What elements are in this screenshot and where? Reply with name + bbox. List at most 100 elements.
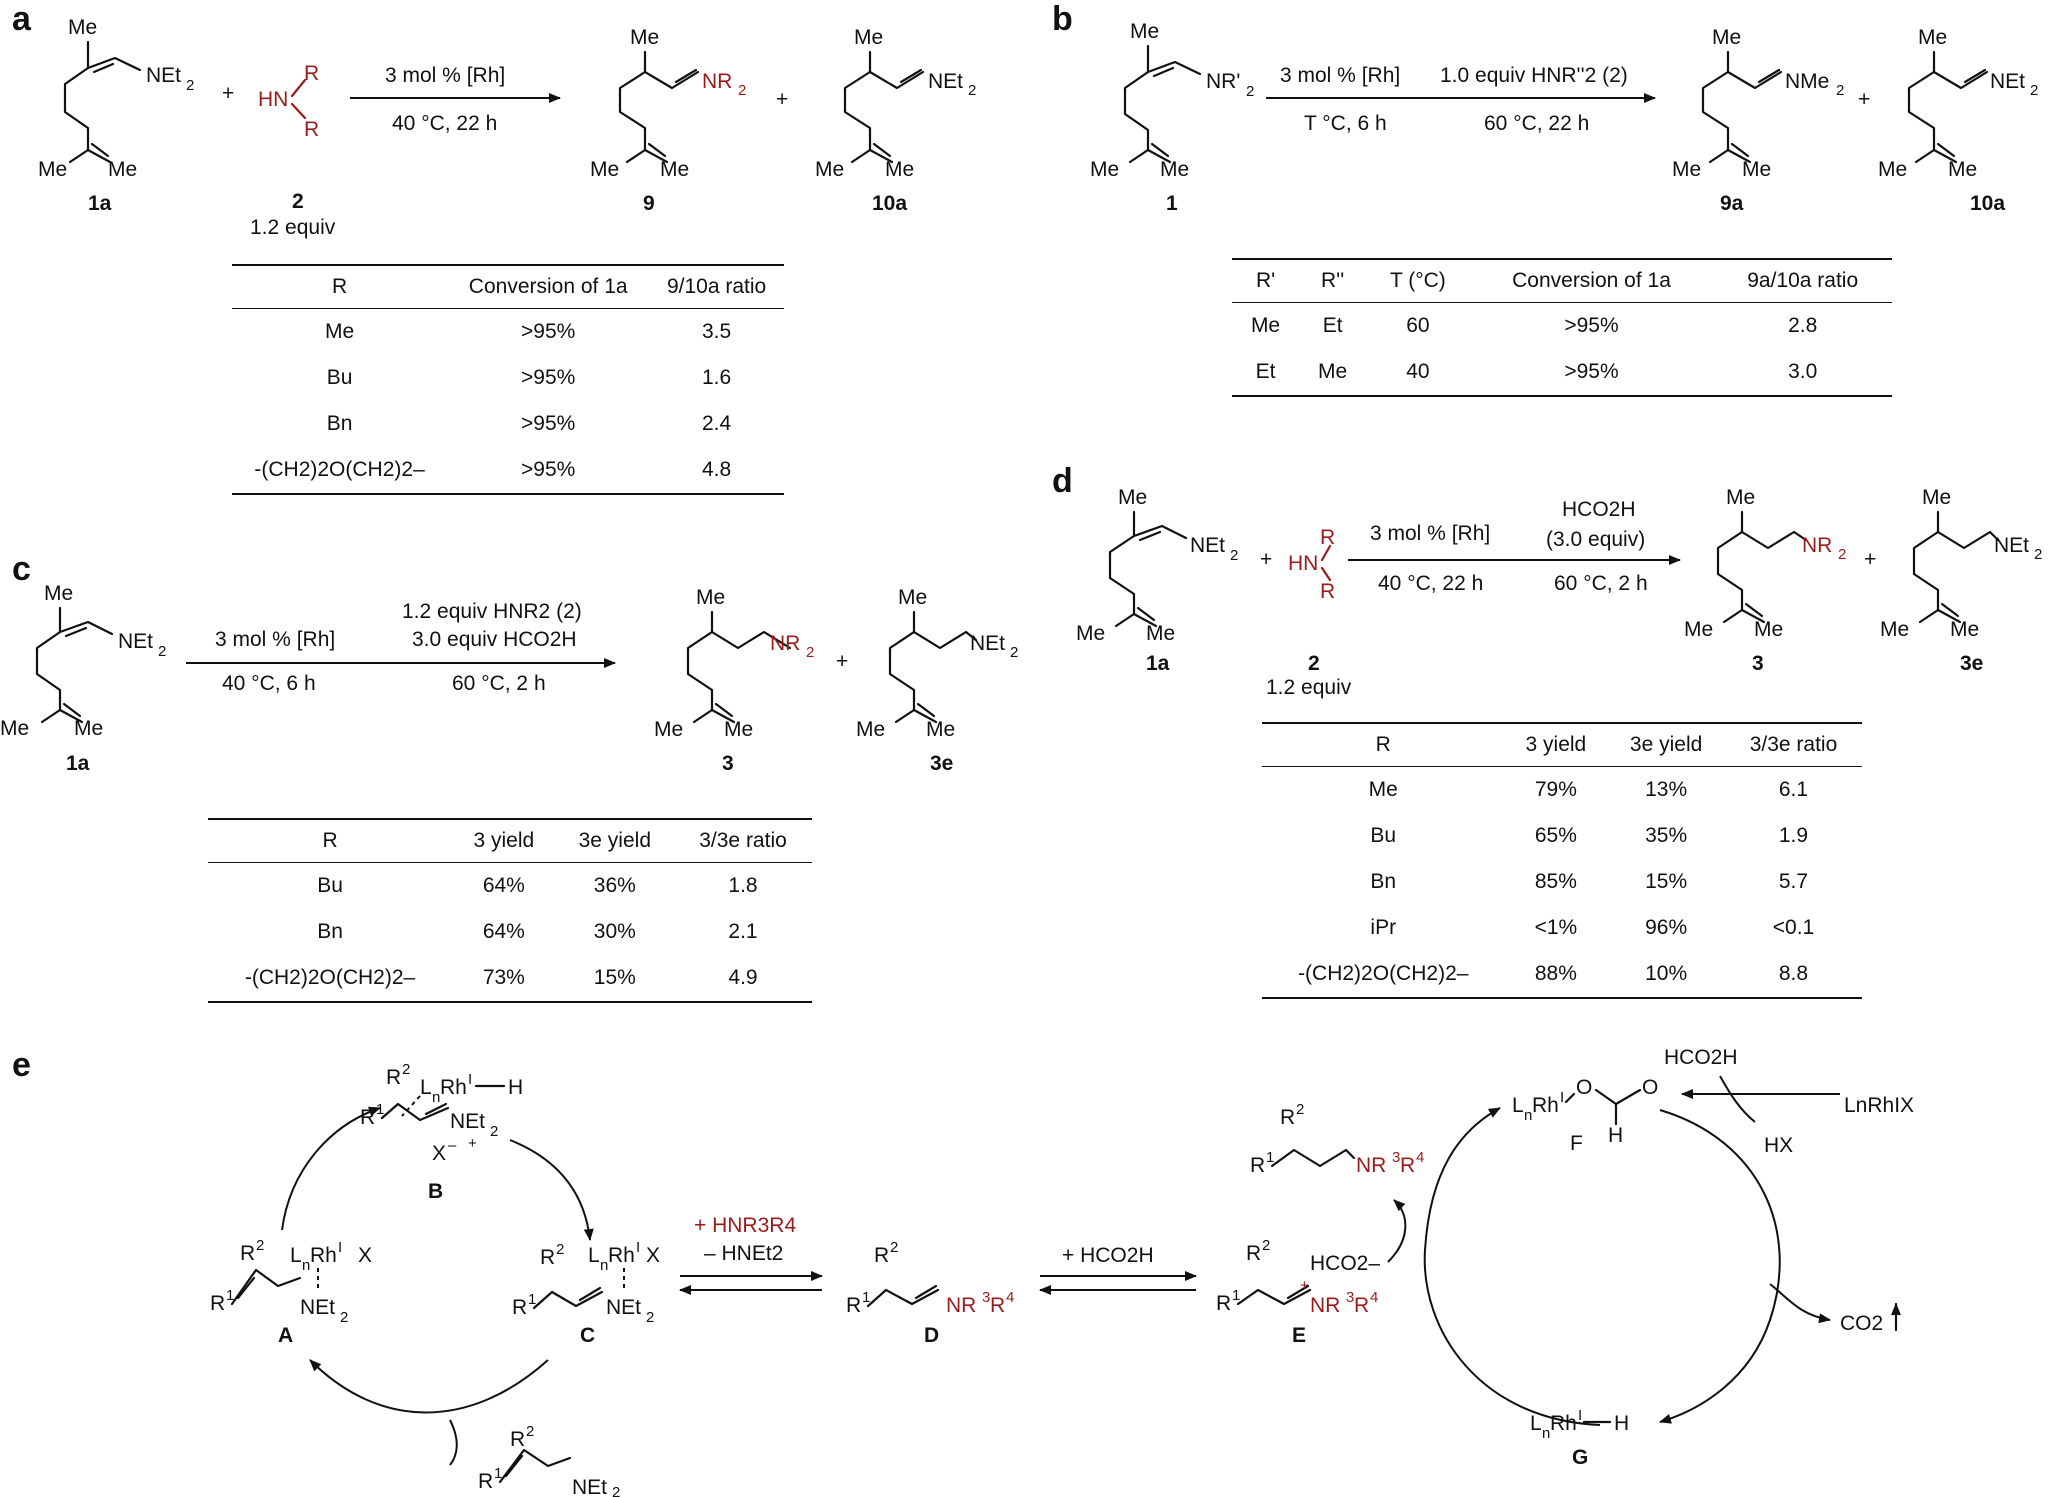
svg-text:R: R [304,118,319,141]
table-cell: Bu [326,366,353,389]
svg-text:2: 2 [806,644,814,661]
intermediate-label-G: G [1572,1446,1588,1469]
table-cell: Bn [317,920,343,943]
table-cell: Et [1322,314,1343,337]
svg-text:2: 2 [1246,83,1254,100]
panel-label-b: b [1052,0,1073,38]
svg-text:Me: Me [38,158,67,181]
svg-text:–: – [448,1137,457,1154]
svg-text:Me: Me [1130,20,1159,43]
svg-text:X: X [646,1244,660,1267]
plus-sign: + [1260,548,1272,571]
svg-text:Me: Me [660,158,689,181]
table-cell: 1.8 [728,874,758,897]
svg-text:H: H [1614,1412,1629,1435]
svg-text:HCO2–: HCO2– [1310,1252,1380,1275]
table-header: Conversion of 1a [1512,269,1671,292]
table-cell: Me [1250,314,1281,337]
table-header: R' [1255,269,1276,292]
svg-text:NEt: NEt [1994,534,2029,557]
table-cell: 2.1 [728,920,758,943]
svg-text:I: I [338,1239,342,1256]
panel-label-d: d [1052,462,1073,500]
svg-text:L: L [588,1244,600,1267]
compound-label-1a: 1a [66,752,90,775]
svg-text:2: 2 [158,643,166,660]
svg-text:NEt: NEt [300,1296,335,1319]
table-cell: 13% [1645,778,1688,801]
svg-text:1: 1 [528,1291,536,1308]
table-row: Bn>95%2.4 [232,401,784,447]
svg-text:NR: NR [1802,534,1832,557]
condition-temperature: 40 °C, 6 h [222,672,316,695]
svg-text:Me: Me [1726,486,1755,509]
svg-text:X: X [358,1244,372,1267]
svg-text:R: R [512,1296,527,1319]
table-cell: Bu [317,874,343,897]
panel-label-a: a [12,0,32,38]
svg-text:R: R [304,62,319,85]
table-cell: 60 [1406,314,1430,337]
svg-text:R: R [240,1242,255,1265]
svg-text:R: R [210,1292,225,1315]
svg-text:NR: NR [946,1294,976,1317]
table-cell: 4.8 [702,458,732,481]
table-cell: 3.5 [702,320,732,343]
svg-text:Me: Me [1672,158,1701,181]
reagent-amine-out: – HNEt2 [704,1242,783,1265]
svg-text:R: R [846,1294,861,1317]
compound-label-3e: 3e [930,752,953,775]
svg-text:HN: HN [258,88,288,111]
svg-text:Me: Me [1684,618,1713,641]
compound-label-10a: 10a [1970,192,2005,215]
table-cell: Me [1318,360,1348,383]
svg-text:Me: Me [696,586,725,609]
svg-text:NEt: NEt [606,1296,641,1319]
svg-text:2: 2 [556,1241,564,1258]
svg-text:n: n [432,1089,440,1106]
svg-text:Me: Me [44,582,73,605]
table-cell: >95% [521,458,576,481]
intermediate-label-E: E [1292,1324,1306,1347]
condition-temperature-2: 60 °C, 22 h [1484,112,1589,135]
svg-text:2: 2 [2030,82,2038,99]
svg-text:Me: Me [1948,158,1977,181]
table-row: -(CH2)2O(CH2)2–>95%4.8 [232,447,784,494]
svg-text:NEt: NEt [146,64,181,87]
compound-label-1a: 1a [1146,652,1170,675]
compound-label-3: 3 [722,752,734,775]
svg-text:Me: Me [854,26,883,49]
table-cell: 8.8 [1778,962,1809,985]
table-header: 3/3e ratio [699,829,787,852]
table-cell: 64% [482,874,525,897]
svg-text:L: L [1530,1412,1542,1435]
svg-text:NR: NR [1310,1294,1340,1317]
table-header: 9/10a ratio [666,275,767,298]
condition-temperature: 40 °C, 22 h [1378,572,1483,595]
svg-text:1: 1 [1266,1149,1274,1166]
svg-text:2: 2 [1296,1101,1304,1118]
intermediate-label-B: B [428,1180,443,1203]
table-header: R'' [1321,269,1345,292]
table-header: 3e yield [578,829,651,852]
svg-text:+: + [1300,1277,1309,1294]
svg-text:NEt: NEt [572,1476,607,1497]
intermediate-label-A: A [278,1324,293,1347]
table-cell: 6.1 [1778,778,1809,801]
svg-text:Rh: Rh [608,1244,635,1267]
condition-temperature: 40 °C, 22 h [392,112,497,135]
svg-text:1: 1 [494,1465,502,1482]
svg-text:Me: Me [1742,158,1771,181]
svg-text:O: O [1642,1076,1658,1099]
